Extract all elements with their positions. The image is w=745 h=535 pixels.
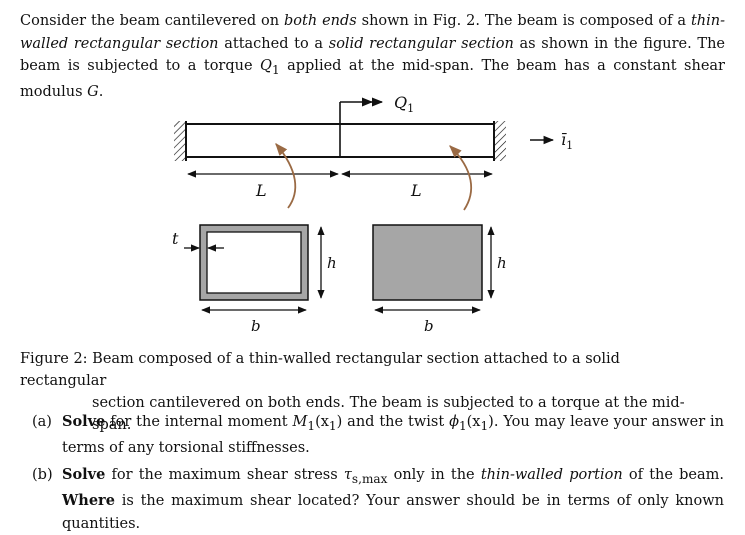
- intro-text-2: shown in Fig. 2. The beam is composed of…: [356, 13, 691, 29]
- twist-argument: (x: [466, 414, 481, 430]
- moment-argument-close: ): [336, 414, 343, 430]
- intro-text-4: as shown in the figure. The beam is subj…: [20, 35, 726, 75]
- question-a-text-1: for the internal moment: [105, 414, 293, 430]
- torque-label: Q1: [394, 93, 414, 115]
- length-label-left: L: [255, 181, 267, 200]
- torque-symbol: Q: [260, 58, 272, 74]
- moment-symbol: M: [292, 414, 308, 430]
- question-b-emphasis: thin-walled portion: [480, 467, 623, 483]
- question-b-verb-2: Where: [62, 492, 115, 510]
- height-label-left: h: [327, 254, 337, 272]
- question-b-body: Solve for the maximum shear stress τs,ma…: [32, 464, 724, 535]
- twist-argument-close: ): [488, 414, 494, 430]
- height-label-right: h: [497, 254, 507, 272]
- caption-text-line2: section cantilevered on both ends. The b…: [92, 395, 685, 433]
- intro-emphasis-both-ends: both ends: [284, 13, 357, 29]
- shear-stress-symbol: τ: [343, 467, 352, 483]
- question-b-verb-1: Solve: [62, 466, 106, 483]
- question-b: (b) Solve for the maximum shear stress τ…: [32, 464, 724, 535]
- question-b-text-1: for the maximum shear stress: [105, 467, 344, 483]
- section-cut-arrow-right: [449, 145, 472, 211]
- torque-arrow: [339, 97, 384, 124]
- intro-text-3: attached to a: [218, 35, 329, 52]
- length-label-right: L: [410, 181, 422, 200]
- thickness-label: t: [172, 229, 179, 248]
- width-label-right: b: [424, 317, 434, 335]
- twist-argument-subscript: 1: [480, 418, 489, 433]
- solid-section: [372, 224, 483, 301]
- intro-text-1: Consider the beam cantilevered on: [20, 13, 284, 29]
- figure-caption: Figure 2: Beam composed of a thin-walled…: [20, 348, 710, 436]
- question-b-tag: (b): [32, 467, 53, 483]
- question-b-text-2: only in the: [387, 467, 481, 483]
- moment-argument-subscript: 1: [328, 418, 337, 433]
- caption-text-line1: Beam composed of a thin-walled rectangul…: [20, 351, 620, 389]
- width-label-left: b: [251, 317, 261, 335]
- section-cut-arrow-left: [275, 143, 297, 209]
- axis-label: ī1: [561, 130, 573, 152]
- thin-walled-section: [199, 224, 309, 301]
- question-a-text-2: and the twist: [342, 414, 450, 430]
- problem-statement: Consider the beam cantilevered on both e…: [20, 10, 725, 104]
- beam-figure: Q1 ī1 L L t h b h b: [172, 93, 573, 335]
- shear-stress-subscript: s,max: [351, 471, 388, 486]
- torque-subscript: 1: [271, 62, 280, 77]
- intro-emphasis-thin-walled: thin-walled rectangular section: [20, 13, 725, 52]
- intro-text-5: applied at the mid-span. The beam has a …: [20, 58, 725, 101]
- question-a: (a) Solve for the internal moment M1(x1)…: [32, 411, 724, 460]
- question-a-text-3: . You may leave your answer in terms of …: [62, 414, 725, 457]
- caption-label: Figure 2:: [20, 351, 88, 367]
- intro-text-6: .: [98, 84, 104, 101]
- left-wall-support: [174, 121, 187, 161]
- moment-subscript: 1: [307, 418, 316, 433]
- question-a-tag: (a): [32, 414, 52, 430]
- right-wall-support: [493, 121, 506, 161]
- question-b-text-4: is the maximum shear located? Your answe…: [62, 493, 724, 532]
- intro-emphasis-solid: solid rectangular section: [328, 35, 514, 52]
- twist-subscript: 1: [458, 418, 467, 433]
- question-b-text-3: of the beam.: [622, 467, 724, 483]
- shear-modulus-symbol: G: [87, 84, 99, 101]
- moment-argument: (x: [315, 414, 329, 430]
- question-a-verb: Solve: [62, 413, 106, 430]
- twist-symbol: ϕ: [449, 414, 459, 430]
- question-a-body: Solve for the internal moment M1(x1) and…: [32, 411, 724, 460]
